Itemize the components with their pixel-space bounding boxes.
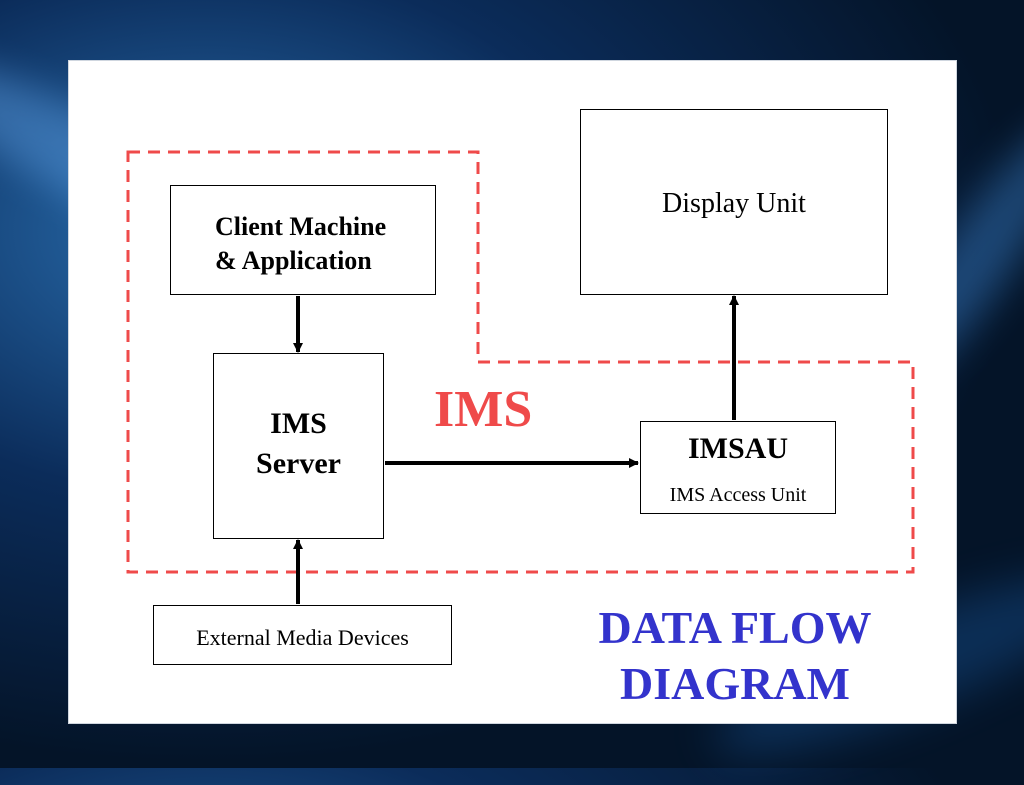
ims-boundary bbox=[126, 150, 915, 574]
ims-server-node: IMS Server bbox=[213, 353, 384, 539]
display-unit-label: Display Unit bbox=[662, 188, 806, 219]
imsau-title: IMSAU bbox=[687, 432, 788, 465]
client-label-line2: & Application bbox=[215, 246, 372, 275]
imsau-subtitle: IMS Access Unit bbox=[669, 484, 807, 506]
ims-boundary-label: IMS bbox=[434, 381, 533, 438]
diagram-title-line2: DIAGRAM bbox=[620, 658, 850, 709]
ims-server-label: IMS Server bbox=[214, 404, 383, 484]
client-machine-node: Client Machine & Application bbox=[170, 185, 436, 295]
client-label-line1: Client Machine bbox=[215, 212, 387, 241]
diagram-lines bbox=[126, 150, 915, 604]
diagram-title-line1: DATA FLOW bbox=[598, 602, 872, 653]
external-media-node: External Media Devices bbox=[153, 605, 452, 665]
client-machine-label: Client Machine & Application bbox=[215, 210, 386, 278]
display-unit-node: Display Unit bbox=[580, 109, 888, 295]
server-label-line1: IMS bbox=[270, 407, 327, 440]
diagram-title: DATA FLOW DIAGRAM bbox=[560, 600, 910, 712]
server-label-line2: Server bbox=[256, 447, 341, 480]
external-media-label: External Media Devices bbox=[196, 625, 409, 650]
imsau-node: IMSAU IMS Access Unit bbox=[640, 421, 836, 514]
